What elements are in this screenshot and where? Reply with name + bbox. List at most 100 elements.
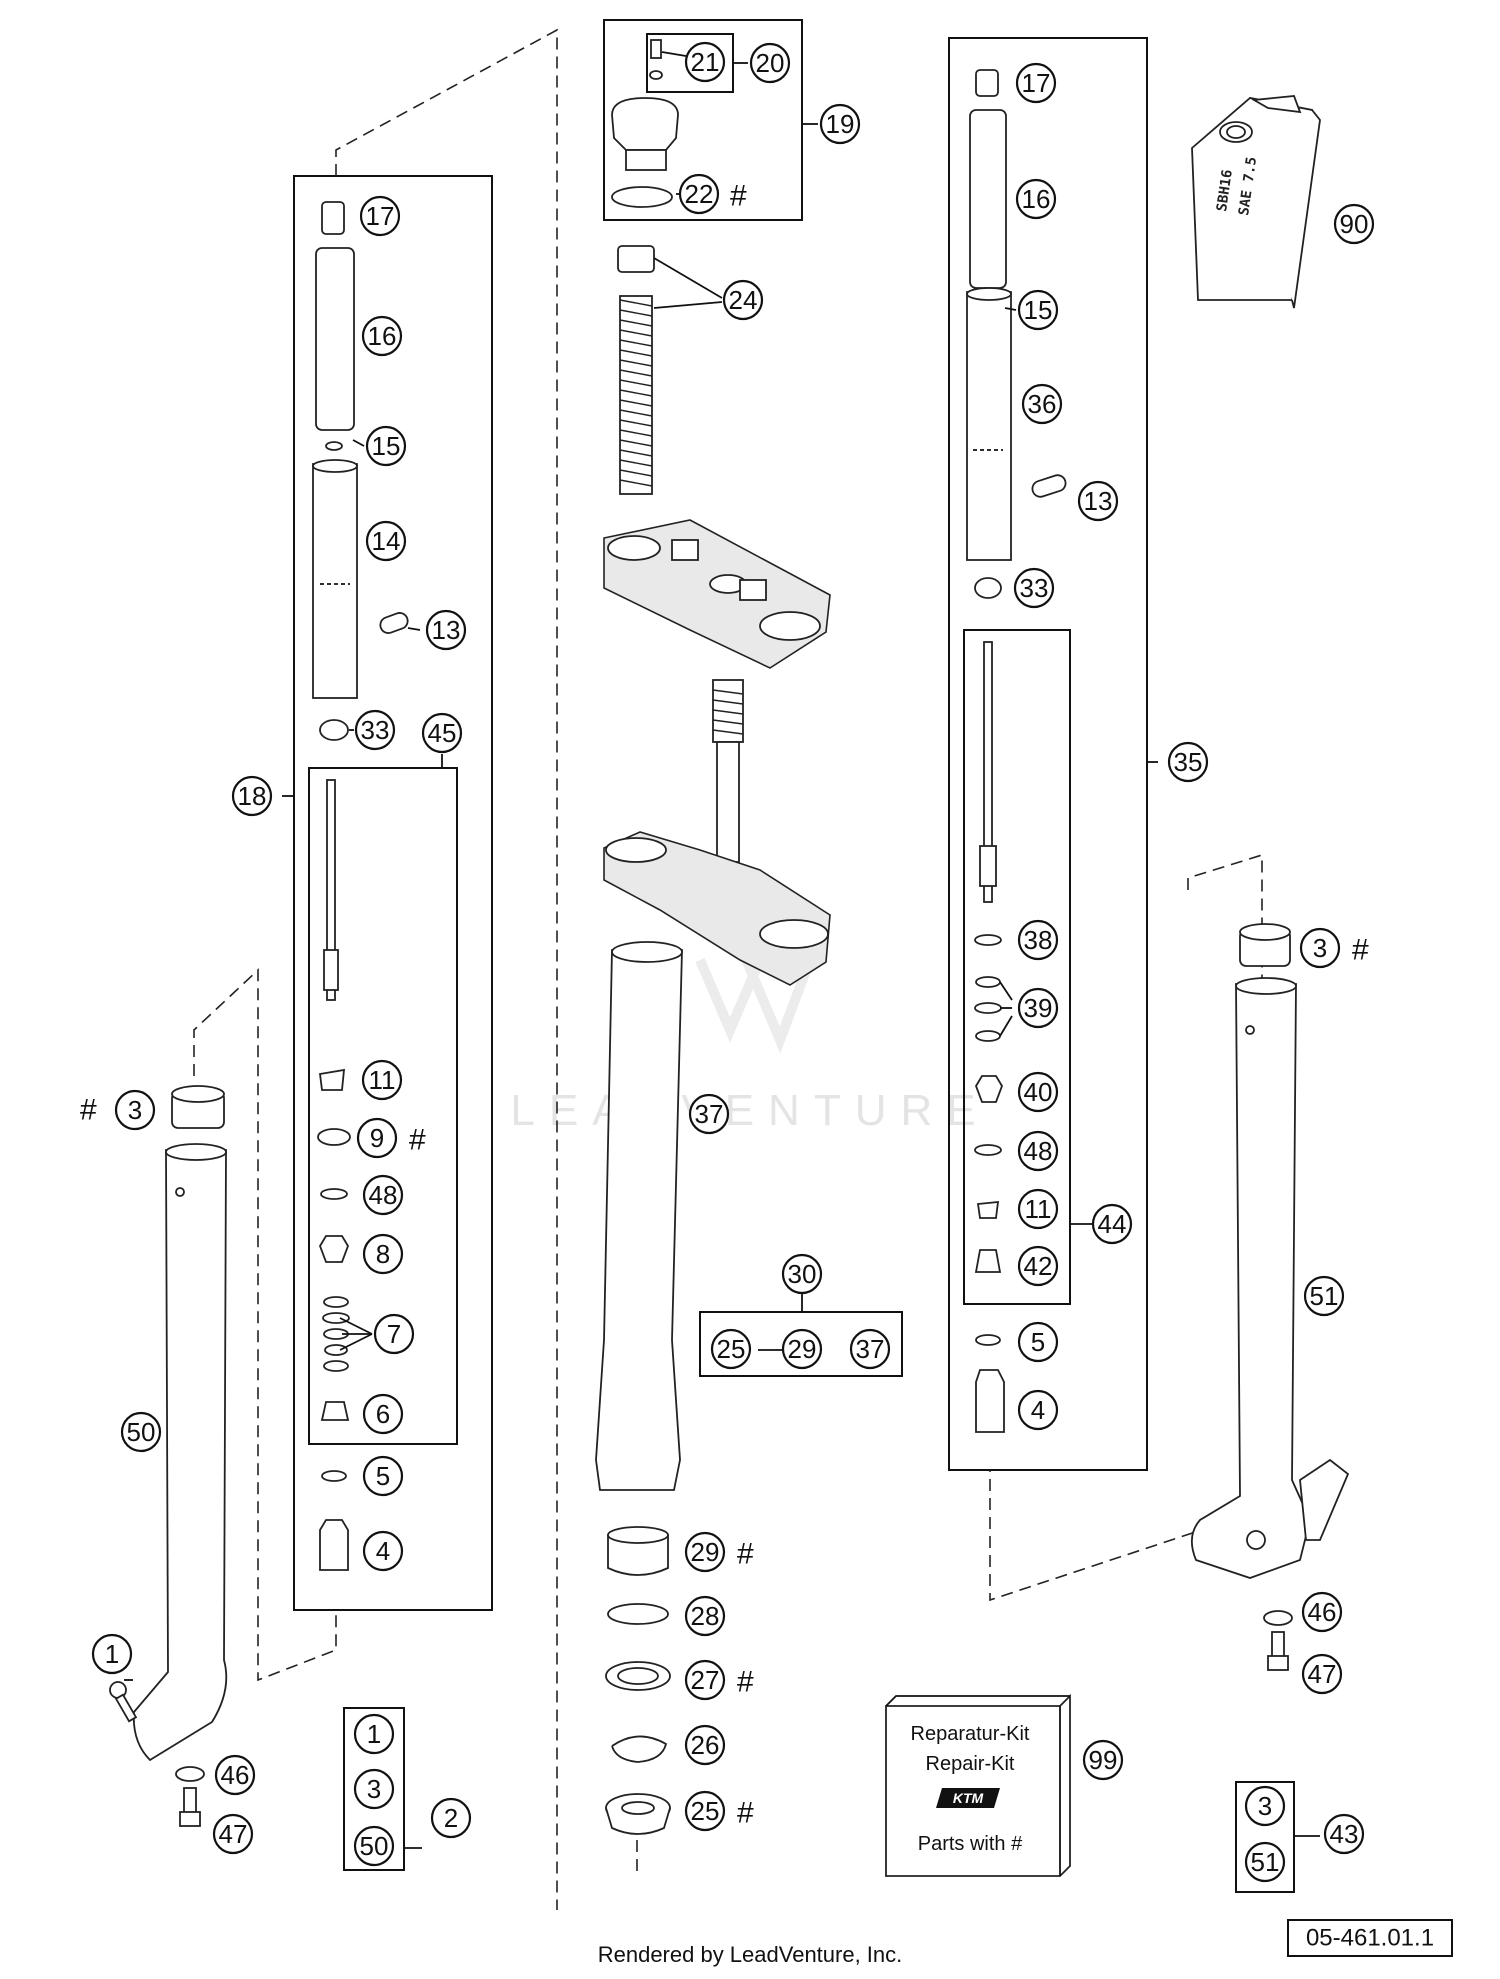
callout-9: 9# xyxy=(356,1117,426,1159)
o-ring xyxy=(611,186,673,208)
circlip xyxy=(611,1735,668,1763)
svg-text:25: 25 xyxy=(717,1334,746,1364)
svg-text:3: 3 xyxy=(367,1774,381,1804)
callout-46-right: 46 xyxy=(1301,1591,1343,1633)
footer-credit: Rendered by LeadVenture, Inc. xyxy=(598,1942,903,1967)
svg-text:42: 42 xyxy=(1024,1251,1053,1281)
shim-stack-39 xyxy=(974,976,1002,1042)
callout-33-left: 33 xyxy=(354,709,396,751)
bolt-47-left xyxy=(179,1787,201,1827)
svg-text:22: 22 xyxy=(685,179,714,209)
lower-leg-left xyxy=(132,1143,228,1762)
svg-text:25: 25 xyxy=(691,1796,720,1826)
pin-left xyxy=(379,612,409,634)
svg-text:3: 3 xyxy=(1258,1791,1272,1821)
callout-24: 24 xyxy=(722,279,764,321)
damper-rod-left xyxy=(323,779,339,1001)
callout-15-right: 15 xyxy=(1017,289,1059,331)
spring-small-left xyxy=(319,719,349,741)
callouts: 21 20 19 22# 24 17 16 15 14 13 33 45 18 … xyxy=(80,41,1375,1883)
callout-46-left: 46 xyxy=(214,1754,256,1796)
guide-line-center xyxy=(335,28,558,1910)
bushing-3-left xyxy=(171,1085,225,1129)
svg-text:11: 11 xyxy=(369,1065,396,1095)
piece-9 xyxy=(317,1128,351,1146)
callout-11-right: 11 xyxy=(1017,1188,1059,1230)
piece-11-right xyxy=(976,1200,1000,1219)
inner-tube-right xyxy=(969,109,1007,289)
watermark-text: LEADVENTURE xyxy=(510,1086,989,1135)
reference-number: 05-461.01.1 xyxy=(1287,1919,1453,1957)
fork-spring xyxy=(619,295,653,495)
svg-text:29: 29 xyxy=(691,1537,720,1567)
svg-text:5: 5 xyxy=(376,1461,390,1491)
washer-5-right xyxy=(975,1334,1001,1346)
callout-16-left: 16 xyxy=(361,315,403,357)
callout-8: 8 xyxy=(362,1233,404,1275)
svg-text:36: 36 xyxy=(1028,389,1057,419)
svg-text:3: 3 xyxy=(128,1095,142,1125)
lower-triple-clamp xyxy=(603,679,831,986)
spring-small-right xyxy=(974,577,1002,599)
fork-cap xyxy=(611,97,679,171)
callout-13-right: 13 xyxy=(1077,480,1119,522)
svg-text:43: 43 xyxy=(1330,1819,1359,1849)
svg-text:3: 3 xyxy=(1313,933,1327,963)
svg-text:26: 26 xyxy=(691,1730,720,1760)
guide-line-left xyxy=(193,968,337,1682)
callout-17-left: 17 xyxy=(359,195,401,237)
callout-28: 28 xyxy=(684,1595,726,1637)
svg-text:47: 47 xyxy=(219,1819,248,1849)
svg-text:44: 44 xyxy=(1098,1209,1127,1239)
kit-box-43 xyxy=(1235,1781,1295,1893)
svg-text:#: # xyxy=(409,1124,426,1157)
piece-6 xyxy=(320,1401,350,1421)
top-plug xyxy=(321,201,345,235)
callout-45: 45 xyxy=(421,712,463,754)
svg-text:14: 14 xyxy=(372,526,401,556)
piece-42 xyxy=(974,1249,1002,1273)
callout-13-left: 13 xyxy=(425,609,467,651)
callout-29: 29# xyxy=(684,1531,754,1573)
dust-seal xyxy=(605,1793,671,1835)
kit30-callout-29: 29 xyxy=(781,1328,823,1370)
callout-14: 14 xyxy=(365,520,407,562)
slide-bushing xyxy=(607,1526,669,1576)
callout-30: 30 xyxy=(781,1253,823,1295)
top-plug-right xyxy=(975,69,999,97)
bleed-screw-1 xyxy=(109,1681,138,1723)
callout-6: 6 xyxy=(362,1393,404,1435)
callout-3-right: 3# xyxy=(1299,927,1369,969)
washer-48-right xyxy=(974,1144,1002,1156)
callout-4-left: 4 xyxy=(362,1530,404,1572)
callout-90: 90 xyxy=(1333,203,1375,245)
kit-box-30 xyxy=(699,1311,903,1377)
kit30-callout-37: 37 xyxy=(849,1328,891,1370)
svg-text:1: 1 xyxy=(367,1719,381,1749)
callout-51: 51 xyxy=(1303,1275,1345,1317)
svg-text:51: 51 xyxy=(1310,1281,1339,1311)
svg-text:39: 39 xyxy=(1024,993,1053,1023)
callout-20: 20 xyxy=(749,42,791,84)
bump-stop-4-left xyxy=(319,1519,349,1571)
callout-43: 43 xyxy=(1323,1813,1365,1855)
damper-rod-right xyxy=(979,641,997,903)
bolt-47-right xyxy=(1267,1631,1289,1671)
ball-left xyxy=(325,441,343,451)
callout-44: 44 xyxy=(1091,1203,1133,1245)
kit43-callout-3: 3 xyxy=(1244,1785,1286,1827)
svg-text:46: 46 xyxy=(221,1760,250,1790)
adjuster-screw xyxy=(649,39,663,80)
callout-11-left: 11 xyxy=(361,1059,403,1101)
washer-38 xyxy=(974,934,1002,946)
svg-text:13: 13 xyxy=(432,615,461,645)
svg-text:18: 18 xyxy=(238,781,267,811)
callout-40: 40 xyxy=(1017,1071,1059,1113)
svg-text:33: 33 xyxy=(361,715,390,745)
kit30-callout-25: 25 xyxy=(710,1328,752,1370)
svg-text:15: 15 xyxy=(372,431,401,461)
svg-text:51: 51 xyxy=(1251,1847,1280,1877)
svg-text:13: 13 xyxy=(1084,486,1113,516)
callout-15-left: 15 xyxy=(365,425,407,467)
callout-7: 7 xyxy=(373,1313,415,1355)
